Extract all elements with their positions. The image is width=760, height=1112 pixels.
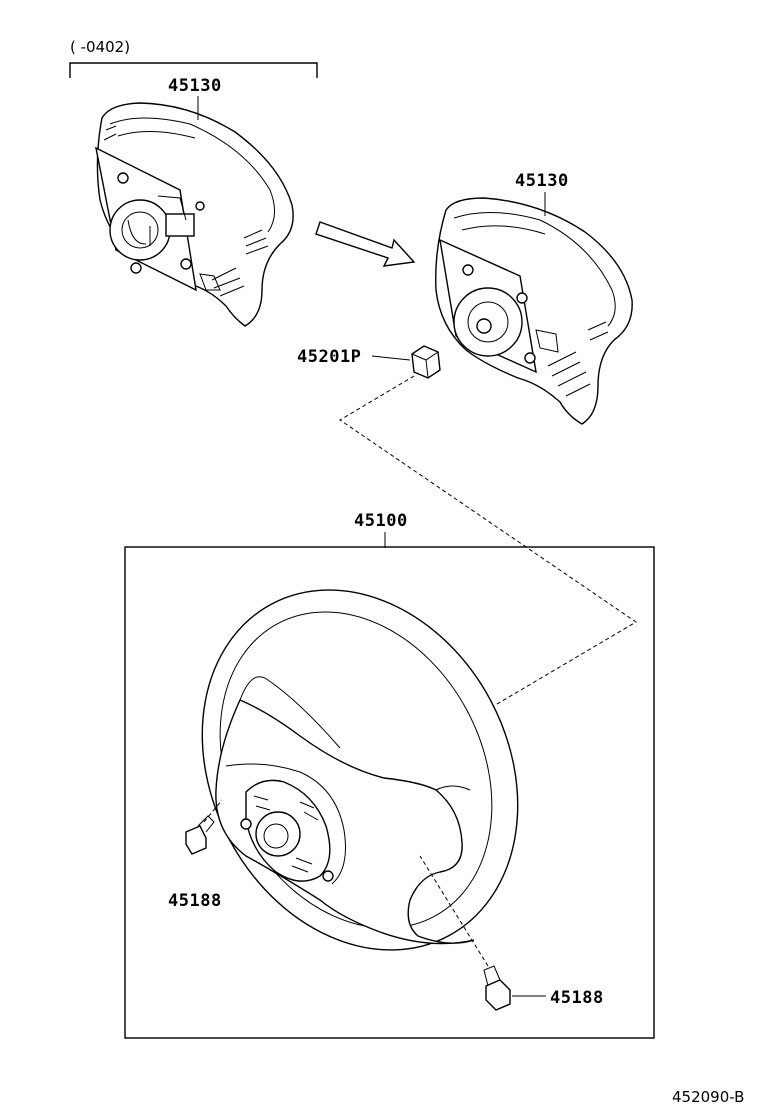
date-range-bracket <box>69 62 318 78</box>
wheel-assembly-frame <box>124 546 655 1039</box>
figure-id: 452090-B <box>672 1088 744 1106</box>
assembly-line-bolt-left <box>203 799 223 823</box>
label-airbag-new: 45130 <box>515 171 569 191</box>
assembly-line-nut <box>269 375 637 839</box>
airbag-module-old[interactable] <box>95 102 294 327</box>
leader-nut <box>371 355 411 361</box>
bolt-45188-right[interactable] <box>483 965 511 1011</box>
label-nut: 45201P <box>297 347 361 367</box>
transition-arrow <box>315 221 416 267</box>
nut-45201p[interactable] <box>411 345 441 379</box>
label-bolt-left: 45188 <box>168 891 222 911</box>
label-airbag-old: 45130 <box>168 76 222 96</box>
assembly-line-bolt-right <box>419 855 489 967</box>
label-wheel: 45100 <box>354 511 408 531</box>
bolt-45188-left[interactable] <box>185 815 215 855</box>
date-range-note: ( -0402) <box>70 38 130 56</box>
label-bolt-right: 45188 <box>550 988 604 1008</box>
steering-wheel[interactable] <box>141 535 579 1006</box>
airbag-module-new[interactable] <box>435 197 633 425</box>
